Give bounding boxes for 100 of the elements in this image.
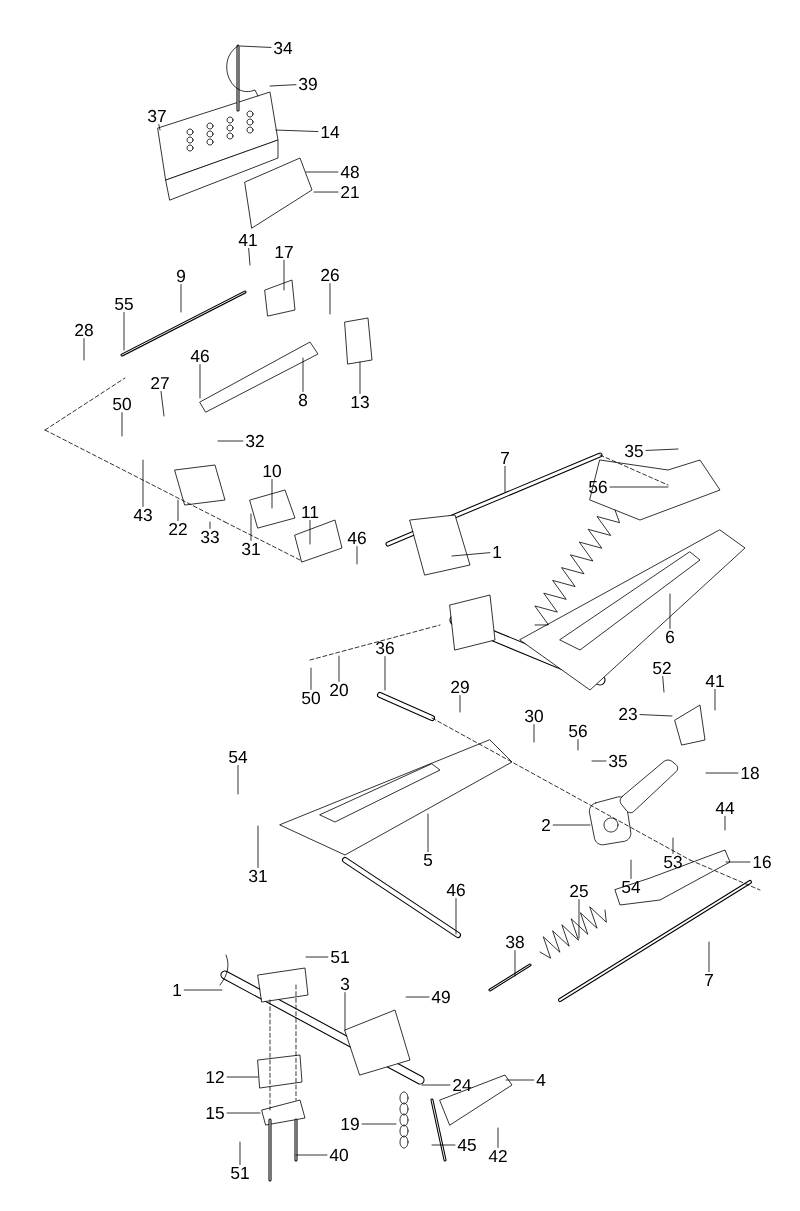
- leader-line: [714, 688, 716, 711]
- leader-line: [497, 1127, 499, 1148]
- callout-number: 36: [376, 641, 394, 655]
- callout-number: 52: [653, 661, 671, 675]
- leader-line: [226, 1112, 261, 1114]
- leader-line: [217, 440, 244, 442]
- callout-number: 41: [238, 234, 257, 246]
- leader-line: [459, 695, 461, 713]
- leader-line: [724, 815, 726, 831]
- callout-number: 37: [148, 109, 166, 123]
- callout-number: 48: [340, 165, 359, 179]
- leader-line: [725, 861, 751, 863]
- leader-line: [275, 129, 319, 132]
- callout-number: 56: [589, 480, 607, 494]
- leader-line: [160, 391, 165, 417]
- callout-number: 50: [113, 397, 131, 411]
- callout-number: 7: [705, 974, 713, 986]
- leader-line: [329, 283, 331, 315]
- leader-line: [180, 284, 182, 313]
- callout-number: 44: [715, 802, 735, 814]
- leader-line: [356, 546, 358, 565]
- callout-number: 24: [453, 1078, 472, 1092]
- leader-line: [361, 1123, 397, 1125]
- callout-number: 30: [525, 709, 543, 723]
- callout-number: 1: [173, 984, 181, 996]
- callout-number: 17: [275, 246, 293, 258]
- callout-number: 20: [330, 683, 348, 697]
- callout-number: 46: [446, 883, 465, 897]
- callout-number: 56: [569, 724, 587, 738]
- leader-line: [514, 950, 516, 977]
- leader-line: [533, 724, 535, 743]
- leader-line: [199, 364, 201, 399]
- callout-number: 6: [666, 630, 675, 644]
- callout-number: 33: [201, 530, 219, 544]
- callout-number: 55: [115, 297, 133, 311]
- leader-line: [505, 1079, 535, 1081]
- callout-number: 45: [457, 1138, 476, 1152]
- callout-number: 8: [298, 393, 308, 407]
- leader-line: [504, 465, 506, 493]
- leader-line: [239, 1141, 241, 1165]
- leader-line: [405, 996, 430, 998]
- leader-line: [309, 519, 311, 545]
- callout-number: 7: [501, 452, 509, 464]
- leader-line: [313, 191, 339, 193]
- leader-line: [305, 171, 339, 173]
- callout-number: 15: [206, 1106, 224, 1120]
- callout-number: 29: [451, 680, 469, 694]
- callout-number: 51: [331, 950, 349, 964]
- leader-line: [639, 714, 673, 717]
- leader-line: [295, 1154, 328, 1156]
- leader-line: [83, 338, 85, 361]
- callout-number: 3: [340, 977, 350, 991]
- callout-number: 27: [151, 376, 169, 390]
- leader-line: [239, 45, 272, 48]
- callout-number: 49: [431, 990, 450, 1004]
- leader-line: [384, 656, 386, 691]
- leader-line: [158, 124, 161, 131]
- leader-line: [662, 676, 665, 693]
- leader-line: [283, 259, 285, 291]
- callout-number: 16: [753, 855, 771, 869]
- leader-line: [183, 989, 223, 991]
- leader-line: [271, 479, 273, 509]
- leader-line: [577, 739, 579, 751]
- leader-line: [427, 813, 429, 852]
- callout-number: 46: [347, 531, 366, 545]
- leader-line: [123, 312, 125, 351]
- callout-number: 25: [570, 884, 588, 898]
- callout-number: 34: [274, 41, 293, 55]
- callout-number: 32: [246, 434, 264, 448]
- leader-line: [121, 412, 123, 437]
- callout-number: 18: [741, 766, 759, 780]
- leader-line: [269, 84, 297, 87]
- callout-number: 54: [229, 750, 248, 764]
- leader-line: [257, 825, 259, 868]
- callout-number: 40: [329, 1148, 348, 1162]
- callout-number: 2: [542, 818, 550, 832]
- callout-number: 41: [705, 675, 724, 687]
- callout-number: 31: [249, 869, 267, 883]
- leader-line: [338, 655, 340, 682]
- callout-number: 11: [302, 506, 319, 518]
- callout-number: 9: [177, 269, 185, 283]
- callout-number: 39: [299, 77, 317, 91]
- leader-line: [708, 941, 710, 973]
- callout-number: 31: [242, 542, 260, 556]
- callout-number: 38: [506, 935, 524, 949]
- callout-number: 28: [75, 323, 93, 337]
- leader-line: [248, 248, 251, 266]
- callout-number: 5: [423, 853, 433, 867]
- callout-number: 50: [302, 691, 320, 705]
- leader-line: [226, 1076, 259, 1078]
- callout-number: 21: [341, 185, 359, 199]
- leader-line: [451, 552, 491, 557]
- callout-number: 1: [493, 546, 501, 558]
- callout-number: 35: [625, 444, 643, 458]
- callout-number: 22: [169, 522, 187, 536]
- leader-line: [455, 898, 457, 935]
- leader-line: [630, 859, 632, 879]
- leader-line: [237, 765, 239, 795]
- callout-number: 13: [351, 395, 369, 409]
- callout-number: 35: [609, 754, 627, 768]
